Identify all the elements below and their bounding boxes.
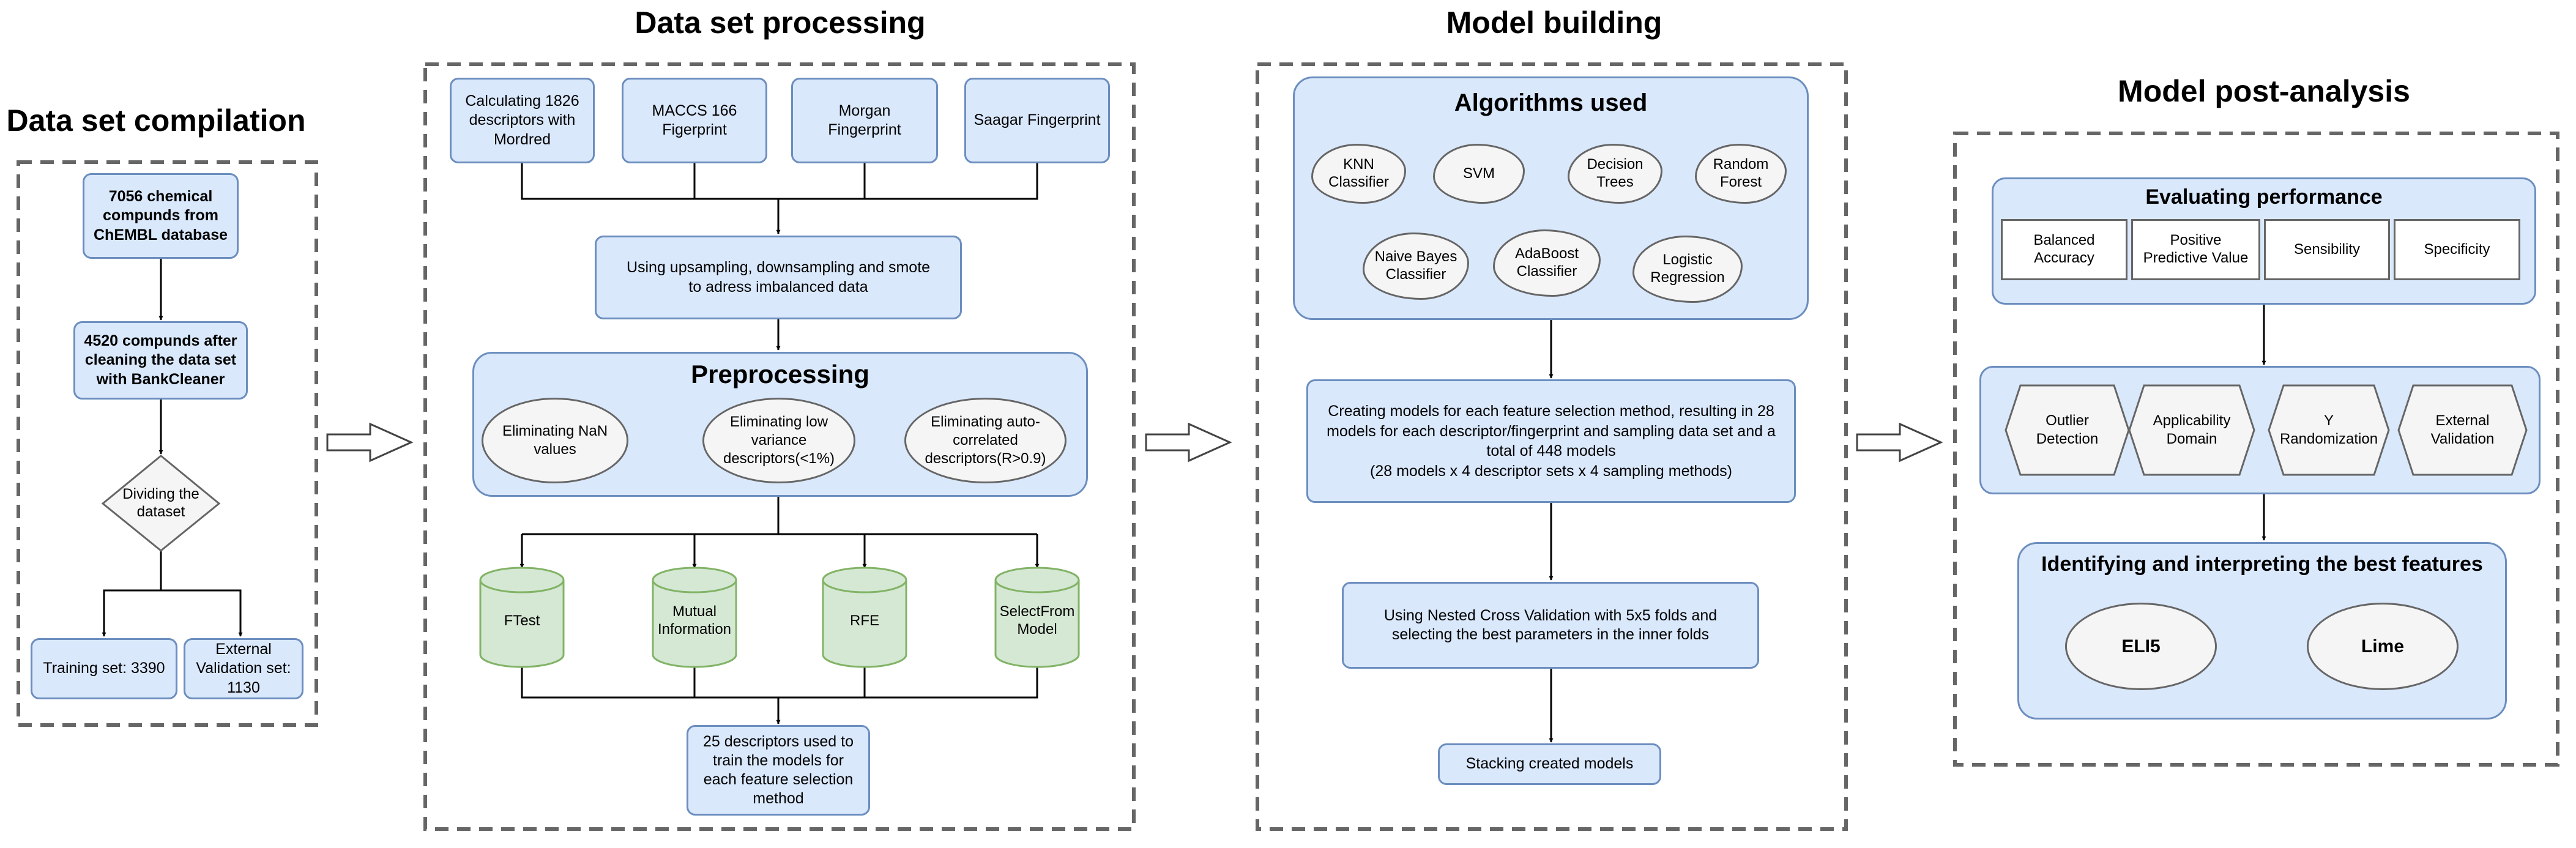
- check-outlier-label: Outlier Detection: [2036, 412, 2099, 447]
- section-arrow-1: [326, 422, 414, 463]
- selected-descriptors-box: 25 descriptors used to train the models …: [687, 725, 870, 816]
- selector-label-mutual: Mutual Information: [657, 603, 732, 638]
- post-title: Model post-analysis: [2118, 74, 2410, 108]
- algo-adaboost-cloud: AdaBoost Classifier: [1493, 229, 1601, 297]
- compilation-frame: [17, 160, 318, 727]
- edge-selectors-merge: [521, 667, 1038, 699]
- descriptor-box-morgan: Morgan Fingerprint: [791, 78, 938, 163]
- preprocess-variance-ellipse: Eliminating low variance descriptors(<1%…: [702, 398, 855, 483]
- cleaned-compounds-box: 4520 compunds after cleaning the data se…: [73, 321, 248, 400]
- metric-sensibility: Sensibility: [2264, 219, 2390, 280]
- external-set-box: External Validation set: 1130: [184, 638, 303, 699]
- processing-frame: [423, 62, 1136, 831]
- edge-descriptors-merge: [521, 163, 1038, 200]
- preprocessing-title: Preprocessing: [691, 360, 869, 389]
- compilation-title: Data set compilation: [6, 103, 306, 138]
- building-title: Model building: [1446, 6, 1662, 40]
- cylinder-ftest: [479, 567, 565, 668]
- evaluating-title: Evaluating performance: [2145, 185, 2383, 209]
- models-created-text: Creating models for each feature selecti…: [1327, 403, 1776, 459]
- explainer-lime-ellipse: Lime: [2307, 603, 2459, 690]
- preprocess-nan-ellipse: Eliminating NaN values: [482, 398, 628, 483]
- models-created-box: Creating models for each feature selecti…: [1306, 379, 1796, 503]
- preprocess-correlation-ellipse: Eliminating auto-correlated descriptors(…: [904, 398, 1067, 483]
- selector-label-rfe: RFE: [850, 612, 879, 629]
- algo-svm-cloud: SVM: [1433, 144, 1525, 204]
- cylinder-mutual: [652, 567, 737, 668]
- section-arrow-3: [1856, 422, 1943, 463]
- cylinder-selectfrom: [994, 567, 1080, 668]
- descriptor-box-maccs: MACCS 166 Figerprint: [622, 78, 767, 163]
- features-title: Identifying and interpreting the best fe…: [2041, 552, 2483, 576]
- split-diamond-label: Dividing the dataset: [122, 486, 199, 520]
- algo-random-forest-cloud: Random Forest: [1695, 144, 1787, 204]
- models-created-formula: (28 models x 4 descriptor sets x 4 sampl…: [1370, 462, 1732, 480]
- descriptor-box-saagar: Saagar Fingerprint: [964, 78, 1110, 163]
- nested-cv-box: Using Nested Cross Validation with 5x5 f…: [1342, 582, 1759, 669]
- algorithms-title: Algorithms used: [1454, 89, 1648, 116]
- section-arrow-2: [1145, 422, 1232, 463]
- algo-naive-bayes-cloud: Naive Bayes Classifier: [1363, 232, 1469, 300]
- algo-knn-cloud: KNN Classifier: [1311, 144, 1406, 204]
- source-compounds-box: 7056 chemical compunds from ChEMBL datab…: [83, 173, 239, 259]
- cylinder-rfe: [822, 567, 907, 668]
- stacking-box: Stacking created models: [1438, 743, 1661, 785]
- training-set-box: Training set: 3390: [31, 638, 177, 699]
- building-frame: [1256, 62, 1848, 831]
- metric-specificity: Specificity: [2394, 219, 2520, 280]
- selector-label-selectfrom: SelectFrom Model: [999, 603, 1075, 638]
- check-applicability-label: Applicability Domain: [2153, 412, 2231, 447]
- descriptor-box-mordred: Calculating 1826 descriptors with Mordre…: [450, 78, 595, 163]
- edge-split-external: [161, 589, 243, 637]
- explainer-eli5-ellipse: ELI5: [2065, 603, 2217, 690]
- metric-ppv: Positive Predictive Value: [2131, 219, 2260, 280]
- selector-label-ftest: FTest: [504, 612, 540, 629]
- metric-balanced-accuracy: Balanced Accuracy: [2001, 219, 2127, 280]
- check-external-validation-label: External Validation: [2430, 412, 2495, 447]
- processing-title: Data set processing: [635, 6, 926, 40]
- split-diamond: [101, 455, 221, 552]
- algo-logistic-cloud: Logistic Regression: [1632, 236, 1743, 303]
- edge-split-training: [102, 551, 162, 637]
- check-y-randomization-label: Y Randomization: [2279, 412, 2378, 447]
- sampling-box: Using upsampling, downsampling and smote…: [595, 236, 962, 319]
- algo-decision-trees-cloud: Decision Trees: [1568, 144, 1662, 204]
